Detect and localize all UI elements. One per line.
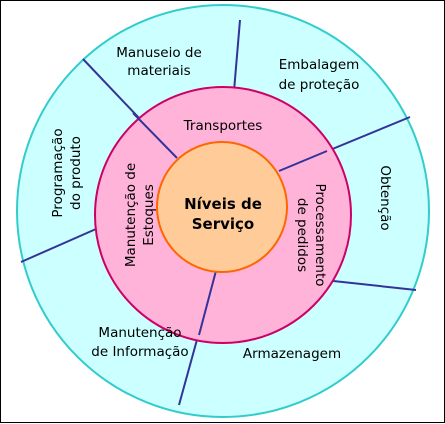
label-manut-info-line2: de Informação [91, 344, 188, 360]
core-circle [156, 141, 288, 273]
core-title-line2: Serviço [192, 215, 255, 233]
label-manut-info-line1: Manutenção [98, 325, 181, 341]
divider-transportes-processamento [278, 150, 328, 172]
divider-estoques-processamento [198, 266, 218, 336]
label-manutencao-estoques-line2: Estoques [141, 184, 157, 246]
label-manutencao-estoques: Manutenção de Estoques [123, 163, 157, 267]
label-processamento-line1: Processamento [312, 183, 328, 286]
label-embalagem-line1: Embalagem [279, 57, 360, 73]
label-transportes: Transportes [183, 118, 263, 134]
label-programacao-line2: do produto [68, 136, 84, 210]
core-title-line1: Níveis de [184, 195, 262, 213]
middle-ring-dividers [132, 112, 328, 336]
label-obtencao: Obtenção [377, 165, 393, 230]
label-manutencao-estoques-line1: Manutenção de [123, 163, 139, 267]
label-embalagem-line2: de proteção [279, 77, 360, 93]
divider-obtencao-armazenagem [323, 279, 417, 291]
label-processamento-pedidos: Processamento de pedidos [294, 183, 328, 286]
label-programacao-produto: Programação do produto [50, 128, 84, 217]
label-manuseio-line2: materiais [127, 63, 190, 79]
label-manuseio-line1: Manuseio de [116, 45, 202, 61]
label-programacao-line1: Programação [50, 128, 66, 217]
divider-manuseio-embalagem [233, 19, 241, 92]
divider-transportes-estoques [132, 112, 178, 159]
label-obtencao-text: Obtenção [377, 165, 393, 230]
label-processamento-line2: de pedidos [294, 198, 310, 272]
label-armazenagem: Armazenagem [243, 346, 341, 362]
divider-programacao-informacao [20, 228, 97, 263]
